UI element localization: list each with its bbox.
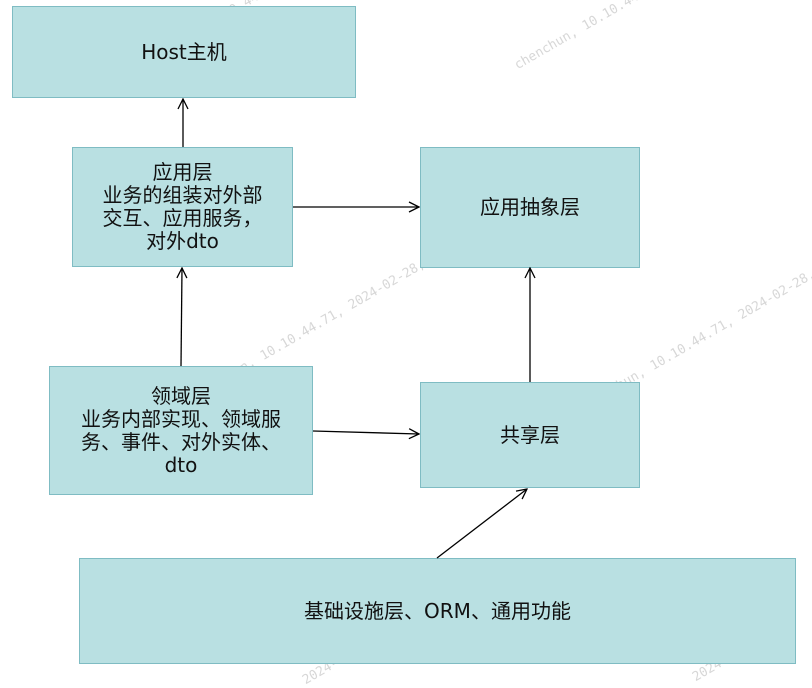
- app-abstract-label: 应用抽象层: [480, 195, 580, 219]
- arrow-domain-to-app: [181, 268, 182, 367]
- arrow-domain-to-shared: [312, 431, 419, 434]
- shared-layer-label: 共享层: [500, 422, 560, 447]
- arrow-infra-to-shared: [436, 489, 527, 559]
- app-abstract-box: 应用抽象层: [420, 147, 640, 268]
- infra-layer-box: 基础设施层、ORM、通用功能: [79, 558, 796, 664]
- host-box: Host主机: [12, 6, 356, 98]
- host-label: Host主机: [141, 39, 227, 64]
- domain-layer-box: 领域层 业务内部实现、领域服 务、事件、对外实体、 dto: [49, 366, 313, 495]
- domain-layer-label: 领域层 业务内部实现、领域服 务、事件、对外实体、 dto: [81, 383, 281, 477]
- app-layer-box: 应用层 业务的组装对外部 交互、应用服务， 对外dto: [72, 147, 293, 267]
- shared-layer-box: 共享层: [420, 382, 640, 488]
- infra-layer-label: 基础设施层、ORM、通用功能: [304, 598, 571, 623]
- app-layer-label: 应用层 业务的组装对外部 交互、应用服务， 对外dto: [102, 160, 263, 253]
